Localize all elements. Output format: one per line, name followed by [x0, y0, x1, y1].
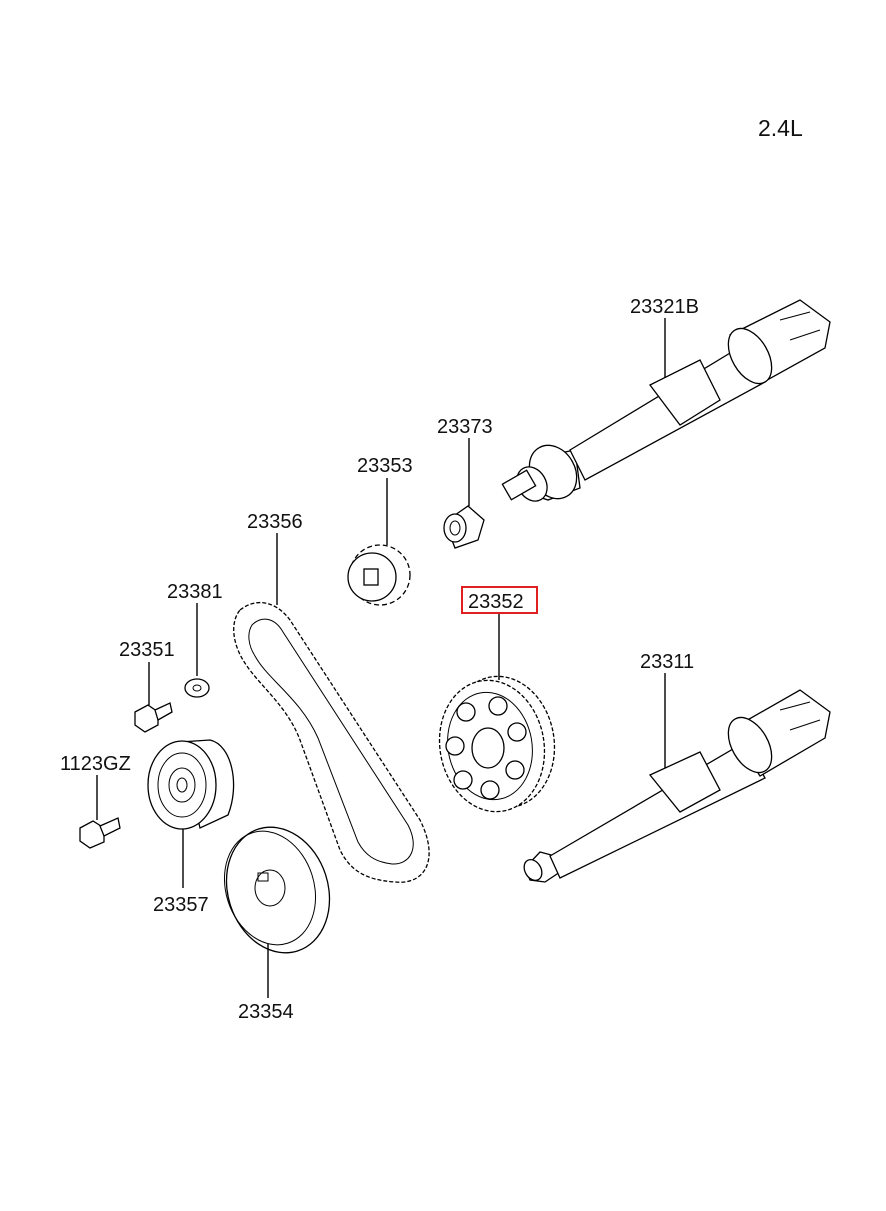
label-shaft-lower[interactable]: 23311	[640, 651, 694, 673]
label-shaft-upper[interactable]: 23321B	[630, 296, 699, 318]
belt-part[interactable]	[233, 601, 430, 883]
shaft-lower-part[interactable]	[521, 689, 831, 884]
tensioner-part[interactable]	[147, 739, 235, 830]
sprocket-part[interactable]	[429, 668, 564, 820]
label-sprocket[interactable]: 23352	[468, 591, 524, 613]
bushing-part[interactable]	[443, 505, 485, 549]
shaft-upper-part[interactable]	[501, 299, 831, 507]
bolt-small-part[interactable]	[134, 702, 173, 733]
label-small-gear[interactable]: 23353	[357, 455, 413, 477]
pulley-part[interactable]	[210, 814, 345, 967]
label-tensioner[interactable]: 23357	[153, 894, 209, 916]
label-pulley[interactable]: 23354	[238, 1001, 294, 1023]
label-belt[interactable]: 23356	[247, 511, 303, 533]
highlight-box	[461, 586, 538, 614]
bolt-part[interactable]	[79, 817, 121, 849]
label-bushing[interactable]: 23373	[437, 416, 493, 438]
label-bolt[interactable]: 1123GZ	[60, 753, 131, 775]
small-gear-part[interactable]	[347, 544, 411, 606]
label-bolt-small[interactable]: 23351	[119, 639, 175, 661]
engine-label: 2.4L	[758, 115, 803, 141]
label-washer[interactable]: 23381	[167, 581, 223, 603]
washer-part[interactable]	[184, 678, 210, 698]
